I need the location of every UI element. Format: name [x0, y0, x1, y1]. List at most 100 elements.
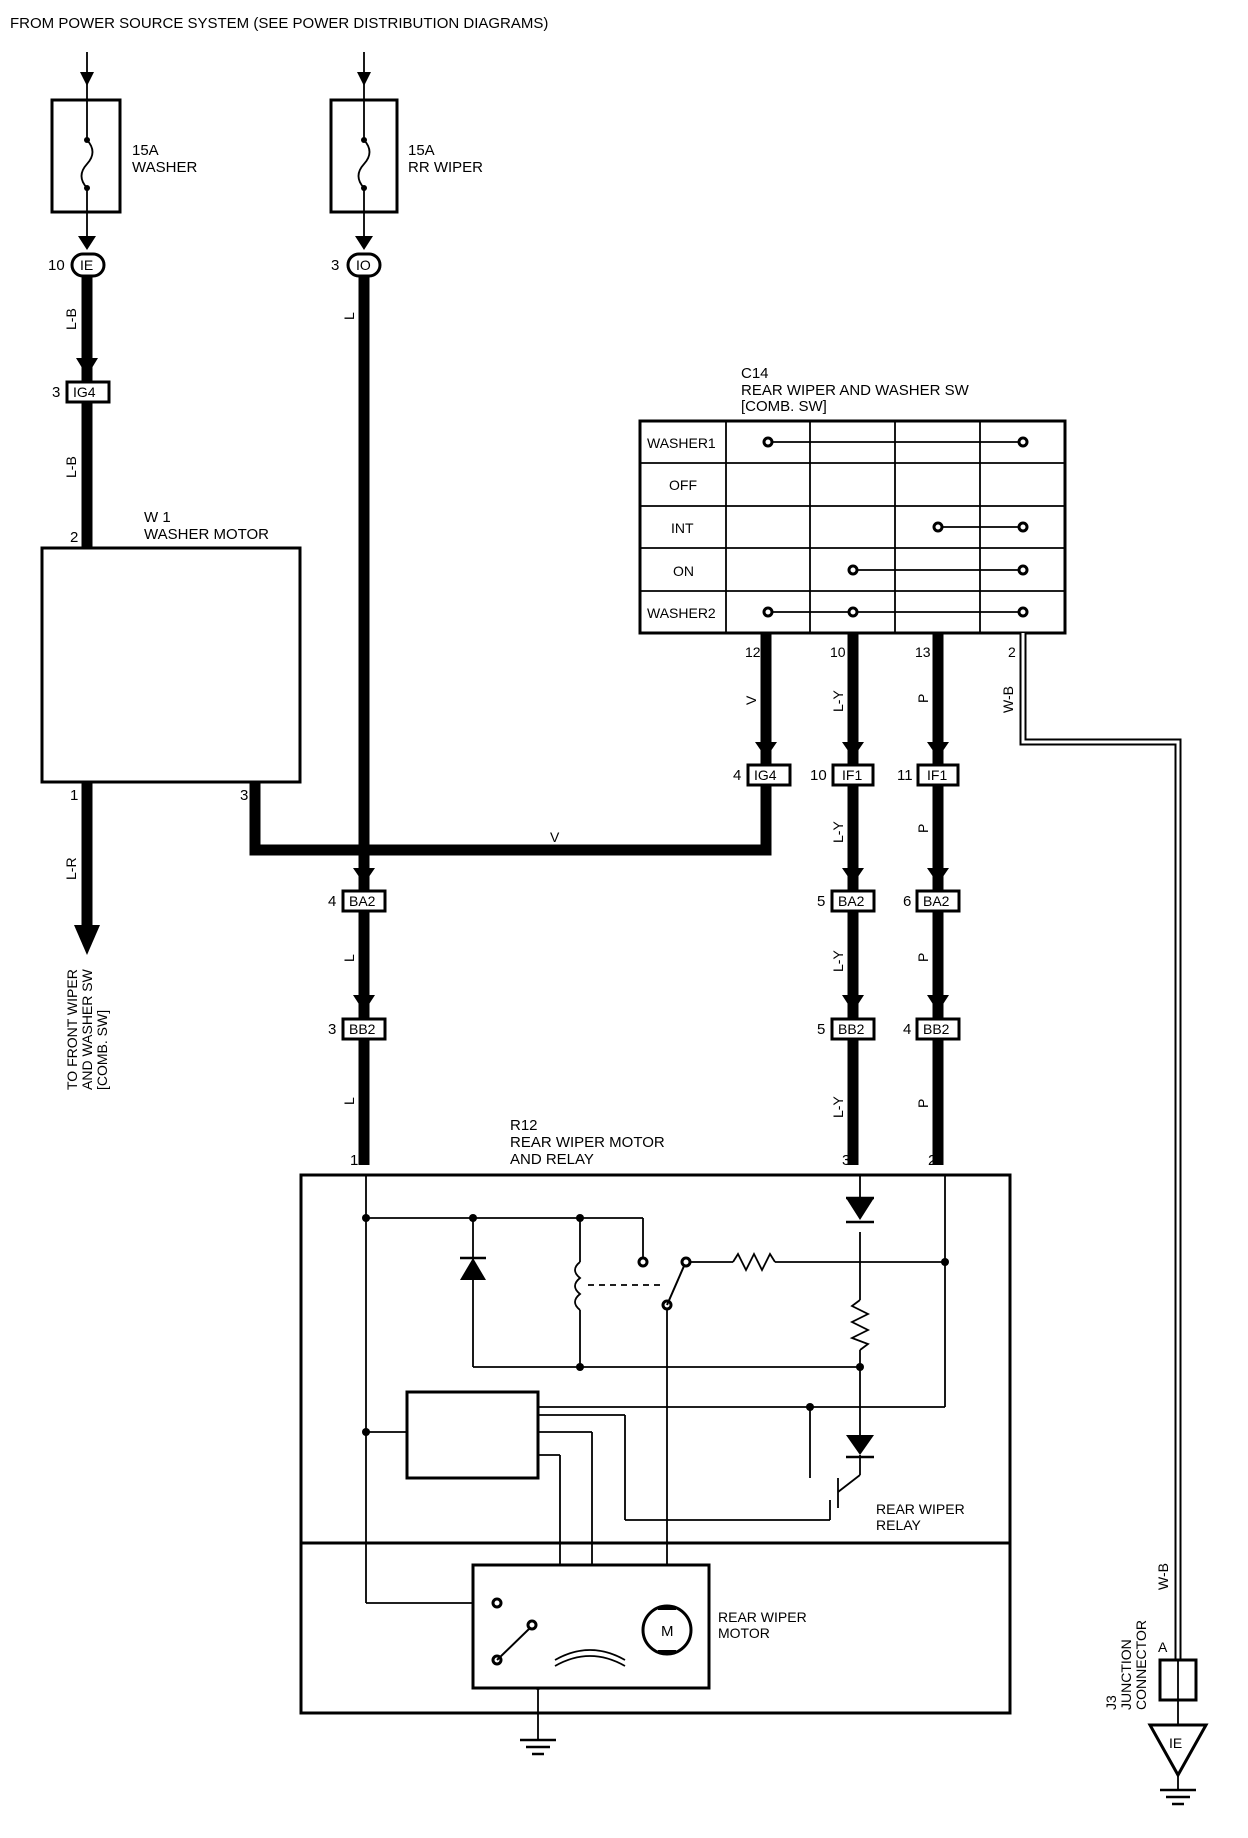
- washer-fuse-column: 15A WASHER: [50, 52, 197, 250]
- svg-text:L-Y: L-Y: [830, 1096, 846, 1118]
- svg-text:L-Y: L-Y: [830, 950, 846, 972]
- svg-text:V: V: [743, 695, 759, 705]
- washer-motor-box: [40, 546, 302, 784]
- svg-text:1: 1: [350, 1152, 358, 1169]
- svg-text:IE: IE: [1169, 1735, 1182, 1751]
- svg-text:3: 3: [52, 384, 60, 401]
- pos-off: OFF: [669, 477, 697, 493]
- connector-bb2-b: 5 BB2: [817, 1017, 876, 1041]
- svg-text:[COMB. SW]: [COMB. SW]: [94, 1010, 110, 1090]
- rr-fuse-name: RR WIPER: [408, 159, 483, 176]
- svg-text:TO FRONT WIPER: TO FRONT WIPER: [64, 969, 80, 1090]
- pos-on: ON: [673, 563, 694, 579]
- svg-text:R12: R12: [510, 1117, 538, 1134]
- svg-text:IF1: IF1: [927, 767, 947, 783]
- rr-wiper-fuse-column: 15A RR WIPER: [329, 52, 483, 250]
- svg-text:AND RELAY: AND RELAY: [510, 1151, 594, 1168]
- svg-text:P: P: [915, 694, 931, 703]
- diode-pin3: [846, 1198, 874, 1220]
- svg-text:P: P: [915, 1099, 931, 1108]
- connector-io-top: 3 IO: [331, 252, 382, 278]
- connector-ig4-left: 3 IG4: [52, 380, 111, 404]
- svg-text:BA2: BA2: [349, 893, 376, 909]
- washer-fuse-amp: 15A: [132, 142, 159, 159]
- svg-text:RELAY: RELAY: [876, 1517, 922, 1533]
- pos-int: INT: [671, 520, 694, 536]
- svg-text:JUNCTION: JUNCTION: [1118, 1639, 1134, 1710]
- svg-text:MOTOR: MOTOR: [718, 1625, 770, 1641]
- wire-l-top: L: [341, 312, 357, 320]
- svg-text:10: 10: [810, 767, 827, 784]
- svg-text:13: 13: [915, 644, 931, 660]
- svg-text:REAR WIPER MOTOR: REAR WIPER MOTOR: [510, 1134, 665, 1151]
- svg-text:IF1: IF1: [842, 767, 862, 783]
- connector-ba2-a: 4 BA2: [328, 889, 387, 913]
- svg-text:2: 2: [70, 529, 78, 546]
- header-text: FROM POWER SOURCE SYSTEM (SEE POWER DIST…: [10, 15, 548, 32]
- wire-lr: L-R: [63, 857, 79, 880]
- svg-text:BB2: BB2: [838, 1021, 865, 1037]
- svg-text:10: 10: [830, 644, 846, 660]
- svg-text:W 1: W 1: [144, 509, 171, 526]
- ground-ie-symbol: [1147, 1723, 1209, 1779]
- svg-text:REAR WIPER: REAR WIPER: [876, 1501, 965, 1517]
- front-wiper-ref: TO FRONT WIPER AND WASHER SW [COMB. SW]: [64, 968, 110, 1090]
- resistor-vertical: [849, 1299, 871, 1351]
- relay-coil: [574, 1261, 582, 1311]
- svg-text:2: 2: [928, 1152, 936, 1169]
- motor-box: [471, 1563, 711, 1690]
- svg-text:W-B: W-B: [1000, 686, 1016, 713]
- svg-text:REAR WIPER AND WASHER SW: REAR WIPER AND WASHER SW: [741, 382, 970, 399]
- svg-text:5: 5: [817, 1021, 825, 1038]
- svg-text:C14: C14: [741, 365, 769, 382]
- svg-text:3: 3: [328, 1021, 336, 1038]
- svg-text:AND WASHER SW: AND WASHER SW: [79, 968, 95, 1090]
- svg-text:WASHER MOTOR: WASHER MOTOR: [144, 526, 269, 543]
- resistor-horizontal: [732, 1251, 776, 1273]
- svg-text:3: 3: [331, 257, 339, 274]
- svg-text:[COMB. SW]: [COMB. SW]: [741, 398, 827, 415]
- svg-text:M: M: [661, 1623, 674, 1640]
- svg-text:IG4: IG4: [73, 384, 96, 400]
- svg-text:BA2: BA2: [838, 893, 865, 909]
- svg-text:L-Y: L-Y: [830, 690, 846, 712]
- svg-text:P: P: [915, 953, 931, 962]
- diode-lower: [846, 1435, 874, 1455]
- washer-motor: W 1 WASHER MOTOR 2 1 3: [40, 509, 302, 804]
- wire-lb-2: L-B: [63, 456, 79, 478]
- svg-text:L-Y: L-Y: [830, 821, 846, 843]
- svg-text:CONNECTOR: CONNECTOR: [1133, 1620, 1149, 1710]
- svg-text:4: 4: [328, 893, 336, 910]
- connector-ie-top: 10 IE: [48, 252, 106, 278]
- svg-text:IE: IE: [80, 257, 93, 273]
- switch-c14: C14 REAR WIPER AND WASHER SW [COMB. SW] …: [638, 365, 1067, 660]
- svg-text:6: 6: [903, 893, 911, 910]
- svg-text:3: 3: [240, 787, 248, 804]
- svg-text:L: L: [341, 954, 357, 962]
- connector-if1-a: 10 IF1: [810, 763, 875, 787]
- junction-j3: A J3 JUNCTION CONNECTOR IE: [1103, 1620, 1209, 1806]
- wire-w-b: W-B W-B: [1000, 633, 1182, 1660]
- svg-text:REAR WIPER: REAR WIPER: [718, 1609, 807, 1625]
- svg-text:4: 4: [733, 767, 741, 784]
- r12-motor-relay: R12 REAR WIPER MOTOR AND RELAY 1 3 2: [299, 1117, 1012, 1756]
- svg-text:12: 12: [745, 644, 761, 660]
- connector-ba2-c: 6 BA2: [903, 889, 961, 913]
- svg-text:A: A: [1158, 1639, 1168, 1655]
- connector-ba2-b: 5 BA2: [817, 889, 876, 913]
- svg-text:1: 1: [70, 787, 78, 804]
- svg-text:10: 10: [48, 257, 65, 274]
- washer-fuse: [50, 98, 122, 214]
- svg-text:11: 11: [897, 767, 913, 784]
- svg-text:L: L: [341, 1097, 357, 1105]
- svg-text:IO: IO: [356, 257, 371, 273]
- connector-bb2-c: 4 BB2: [903, 1017, 961, 1041]
- svg-text:BB2: BB2: [923, 1021, 950, 1037]
- wire-lb-1: L-B: [63, 308, 79, 330]
- diode-left: [460, 1258, 486, 1280]
- svg-text:BB2: BB2: [349, 1021, 376, 1037]
- connector-bb2-a: 3 BB2: [328, 1017, 387, 1041]
- svg-text:P: P: [915, 824, 931, 833]
- svg-text:BA2: BA2: [923, 893, 950, 909]
